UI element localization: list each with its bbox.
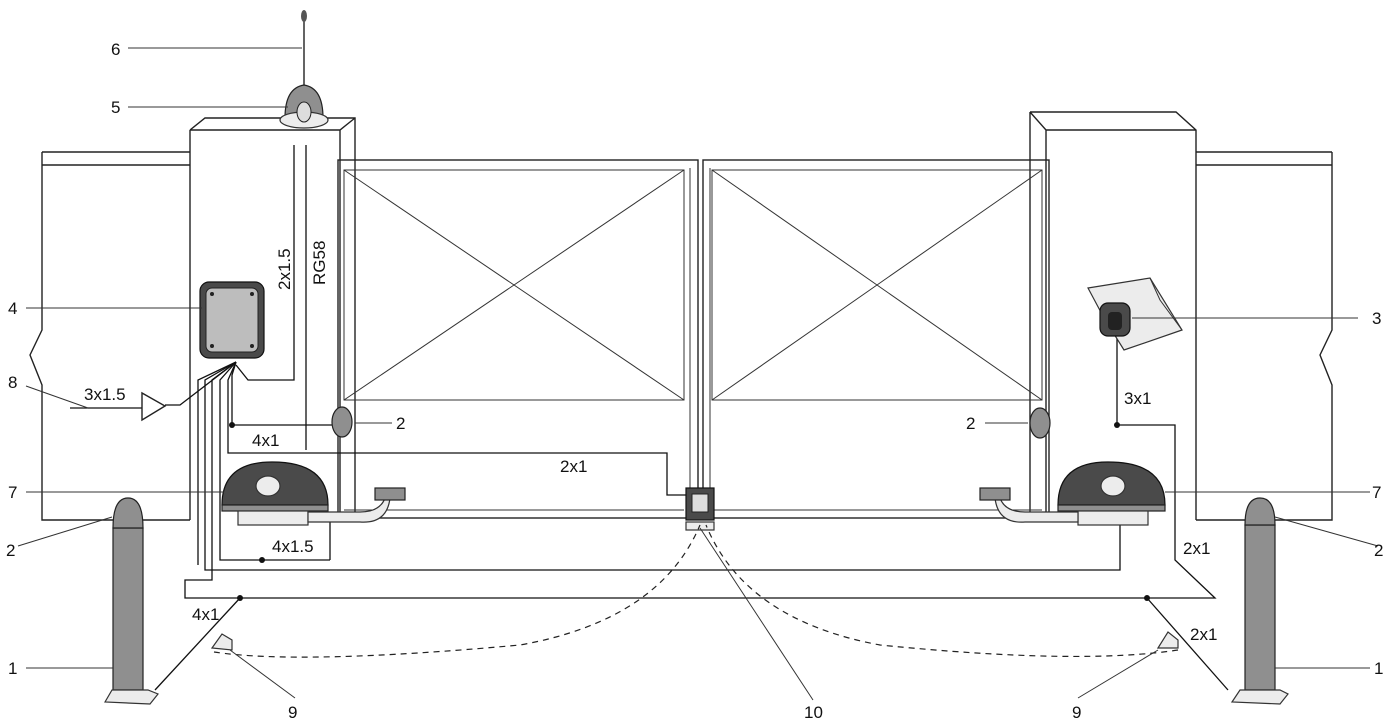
cable-label-2x1-right-upper: 2x1 [1183,539,1210,558]
cable-label-2x1-middle: 2x1 [560,457,587,476]
label-8: 8 [8,373,17,392]
flashing-lamp-icon [279,84,329,129]
cable-label-3x1: 3x1 [1124,389,1151,408]
label-9-right: 9 [1072,703,1081,722]
cable-label-rg58: RG58 [310,241,329,285]
cable-label-4x1-5: 4x1.5 [272,537,314,556]
cable-label-4x1-lower: 4x1 [192,605,219,624]
label-9-left: 9 [288,703,297,722]
label-7-left: 7 [8,483,17,502]
label-3: 3 [1372,309,1381,328]
label-2-right-photocell: 2 [966,414,975,433]
right-pillar [1029,111,1197,520]
left-wall [29,151,190,521]
power-feed [70,391,167,422]
left-motor-icon [221,461,406,526]
label-2-right-post: 2 [1374,541,1383,560]
wiring [154,145,1229,691]
right-wall [1196,151,1333,521]
left-photocell-icon [331,406,353,438]
left-gate-leaf [337,159,699,519]
label-2-left-photocell: 2 [396,414,405,433]
label-6: 6 [111,40,120,59]
label-1-left: 1 [8,659,17,678]
label-2-left-post: 2 [6,541,15,560]
label-5: 5 [111,98,120,117]
key-selector-icon [1087,277,1183,351]
right-gate-leaf [702,159,1050,519]
right-photocell-post-icon [1230,497,1289,705]
cable-label-4x1-upper: 4x1 [252,431,279,450]
leader-lines [17,47,1379,701]
right-gate-stop-icon [1156,631,1179,649]
antenna-icon [301,10,307,90]
right-photocell-icon [1029,407,1051,439]
swing-arcs [213,524,1179,658]
label-10: 10 [804,703,823,722]
left-photocell-post-icon [103,497,159,705]
left-gate-stop-icon [210,633,233,651]
label-1-right: 1 [1374,659,1383,678]
electric-lock-icon [685,487,715,531]
label-4: 4 [8,299,17,318]
label-7-right: 7 [1372,483,1381,502]
cable-label-2x1-right-lower: 2x1 [1190,625,1217,644]
right-motor-icon [979,461,1166,526]
cable-label-3x1-5: 3x1.5 [84,385,126,404]
control-unit-icon [199,281,265,359]
cable-label-2x1-5-vertical: 2x1.5 [275,248,294,290]
